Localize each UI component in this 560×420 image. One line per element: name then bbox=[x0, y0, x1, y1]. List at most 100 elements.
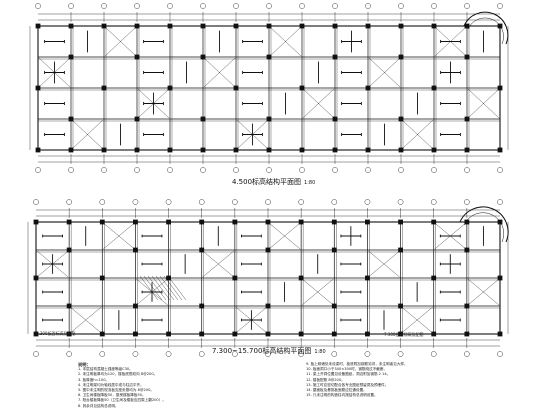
column-mark bbox=[68, 147, 74, 153]
column-mark bbox=[464, 219, 470, 225]
opening-cross bbox=[434, 222, 466, 250]
column-mark bbox=[199, 303, 205, 309]
axis-bubble bbox=[99, 351, 106, 357]
column-mark bbox=[464, 116, 470, 122]
column-mark bbox=[66, 219, 72, 225]
column-mark bbox=[233, 23, 239, 29]
axis-bubble bbox=[331, 199, 338, 205]
opening-cross bbox=[268, 222, 301, 250]
curved-wall bbox=[459, 206, 509, 243]
axis-bubble bbox=[265, 199, 271, 205]
curved-wall bbox=[467, 17, 504, 45]
notes-column-left: 说明： 1. 本层结构混凝土强度等级C30。 2. 未注明板厚均为120，楼板底… bbox=[78, 362, 278, 409]
column-mark bbox=[66, 331, 72, 337]
opening-cross bbox=[434, 26, 467, 57]
column-mark bbox=[464, 23, 470, 29]
axis-bubble bbox=[332, 3, 338, 9]
axis-bubble bbox=[464, 199, 470, 205]
column-mark bbox=[167, 147, 173, 153]
column-mark bbox=[66, 303, 72, 309]
stair-hatch bbox=[151, 275, 171, 301]
column-mark bbox=[431, 275, 437, 281]
axis-bubble bbox=[398, 3, 404, 9]
column-mark bbox=[365, 23, 371, 29]
column-mark bbox=[497, 147, 503, 153]
opening-cross bbox=[70, 306, 102, 334]
column-mark bbox=[99, 275, 105, 281]
column-mark bbox=[99, 331, 105, 337]
column-mark bbox=[497, 219, 503, 225]
axis-bubble bbox=[165, 199, 172, 205]
opening-cross bbox=[71, 119, 104, 150]
column-mark bbox=[35, 85, 41, 91]
column-mark bbox=[431, 147, 437, 153]
opening-cross bbox=[104, 26, 137, 57]
column-mark bbox=[265, 219, 271, 225]
column-mark bbox=[265, 331, 271, 337]
column-mark bbox=[398, 247, 403, 253]
curved-wall bbox=[463, 212, 505, 243]
column-mark bbox=[299, 23, 305, 29]
note-line: 5. 图中未注明的现浇板支座负筋均为 8@200。 bbox=[78, 388, 154, 393]
upper-plan-scale: 1:80 bbox=[304, 180, 316, 186]
stair-hatch bbox=[167, 275, 187, 301]
opening-cross bbox=[137, 88, 170, 119]
column-mark bbox=[266, 54, 272, 60]
column-mark bbox=[299, 85, 305, 91]
column-mark bbox=[133, 303, 138, 309]
stair-hatch bbox=[155, 275, 175, 301]
column-mark bbox=[431, 331, 437, 337]
axis-bubble bbox=[497, 167, 503, 173]
axis-bubble bbox=[198, 351, 205, 357]
column-mark bbox=[266, 23, 272, 29]
axis-bubble bbox=[299, 3, 305, 9]
note-line: 13. 施工时应密切配合各专业图纸预留洞及预埋件。 bbox=[306, 382, 389, 387]
column-mark bbox=[497, 23, 503, 29]
axis-bubble bbox=[397, 199, 404, 205]
axis-bubble bbox=[331, 351, 338, 357]
column-mark bbox=[35, 147, 41, 153]
axis-bubble bbox=[398, 167, 404, 173]
column-mark bbox=[365, 85, 371, 91]
axis-bubble bbox=[364, 351, 371, 357]
axis-bubble bbox=[33, 351, 39, 357]
column-mark bbox=[266, 116, 272, 122]
column-mark bbox=[199, 219, 205, 225]
axis-bubble bbox=[132, 199, 139, 205]
column-mark bbox=[233, 85, 239, 91]
axis-bubble bbox=[364, 199, 371, 205]
axis-bubble bbox=[497, 3, 503, 9]
opening-cross bbox=[368, 250, 400, 278]
column-mark bbox=[66, 247, 72, 253]
axis-bubble bbox=[35, 167, 41, 173]
column-mark bbox=[200, 54, 206, 60]
lower-plan-title: 标高结构平面图 bbox=[262, 347, 312, 355]
column-mark bbox=[101, 23, 107, 29]
axis-bubble bbox=[233, 3, 239, 9]
note-line: 1. 本层结构混凝土强度等级C30。 bbox=[78, 367, 133, 372]
note-line: 7. 阳台楼板降板50（卫生间及楼板应四周上翻200）。 bbox=[78, 398, 166, 403]
lower-plan-scale: 1:80 bbox=[314, 349, 326, 355]
column-mark bbox=[33, 275, 39, 281]
column-mark bbox=[99, 219, 105, 225]
axis-bubble bbox=[430, 199, 437, 205]
column-mark bbox=[464, 247, 470, 253]
column-mark bbox=[35, 23, 41, 29]
axis-bubble bbox=[299, 167, 305, 173]
column-mark bbox=[331, 331, 337, 337]
opening-cross bbox=[235, 306, 268, 334]
note-line: 15. 凡未注明的构造柱均按结构总说明设置。 bbox=[306, 393, 378, 398]
axis-bubble bbox=[497, 351, 503, 357]
column-mark bbox=[33, 331, 39, 337]
upper-plan-level: 4.500 bbox=[232, 178, 253, 186]
column-mark bbox=[68, 23, 74, 29]
axis-bubble bbox=[66, 351, 72, 357]
axis-bubble bbox=[35, 3, 41, 9]
axis-bubble bbox=[200, 3, 206, 9]
axis-bubble bbox=[33, 199, 39, 205]
opening-cross bbox=[302, 88, 335, 119]
axis-bubble bbox=[101, 3, 107, 9]
column-mark bbox=[398, 54, 404, 60]
column-mark bbox=[233, 147, 239, 153]
axis-bubble bbox=[464, 167, 470, 173]
